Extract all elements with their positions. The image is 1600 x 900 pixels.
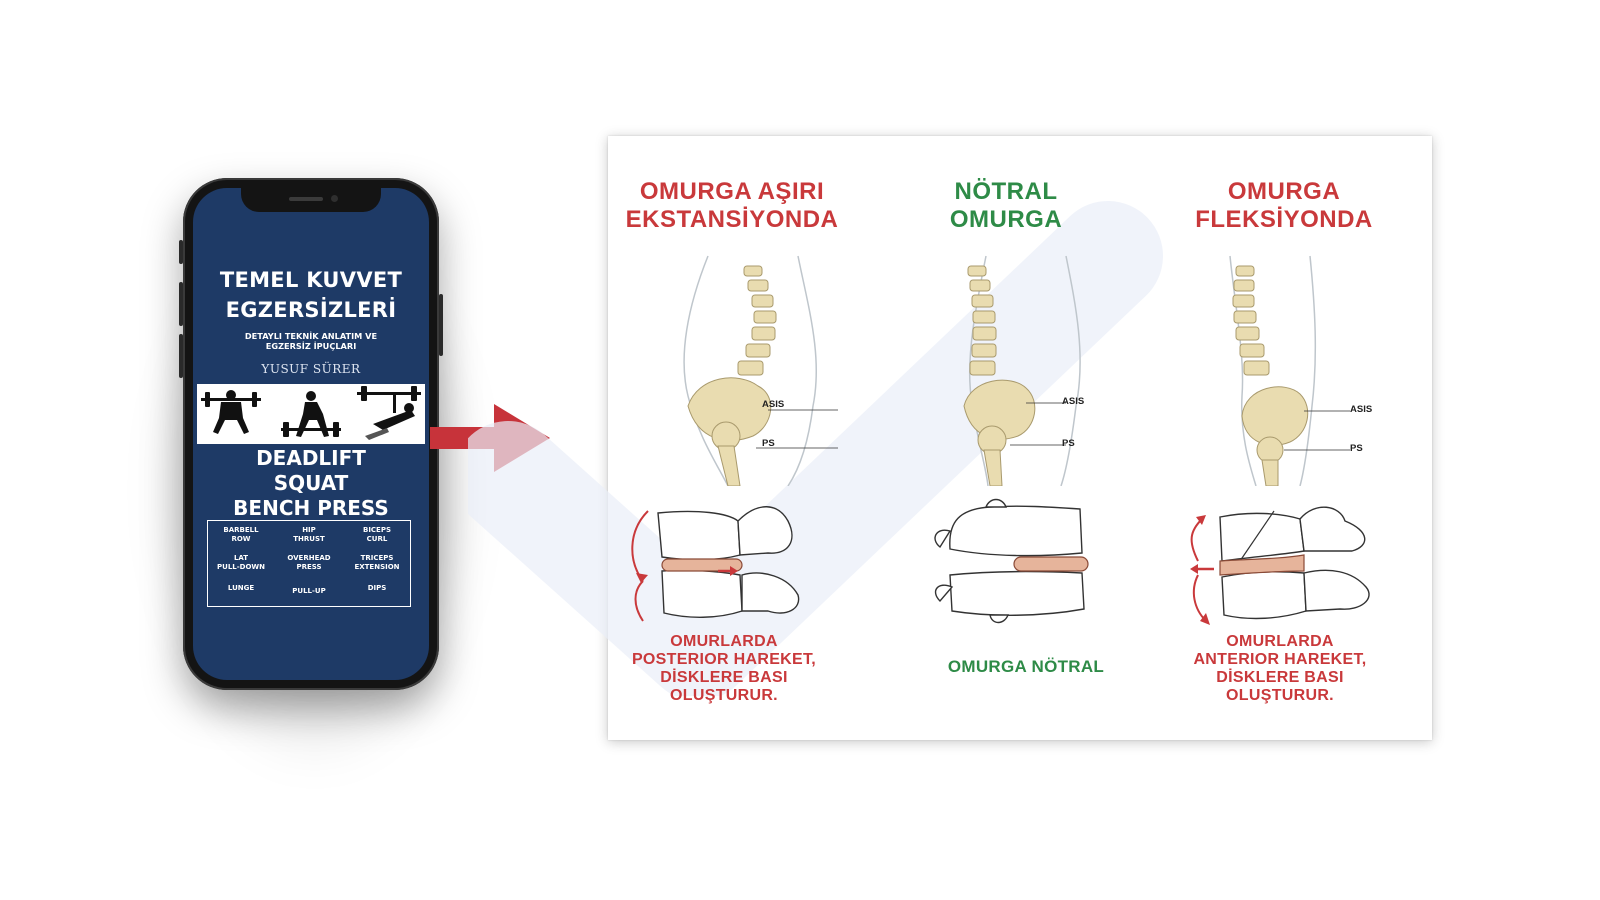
panel-2-torso-spine-illustration <box>963 255 1081 486</box>
panel-1-asis-label: ASIS <box>762 399 785 410</box>
watermark-check-icon <box>468 201 1163 696</box>
phone-mockup: TEMEL KUVVET EGZERSİZLERİ DETAYLI TEKNİK… <box>179 178 443 690</box>
panel-2-caption: OMURGA NÖTRAL <box>947 657 1105 676</box>
book-subtitle-line1: DETAYLI TEKNİK ANLATIM VE <box>244 331 378 341</box>
camera-icon <box>331 195 338 202</box>
deadlift-lifter-icon <box>281 391 341 437</box>
lifters-banner <box>197 384 425 444</box>
phone-notch <box>241 188 381 212</box>
grid-item: DIPS <box>367 584 387 592</box>
squat-lifter-icon <box>201 390 261 434</box>
phone-volume-up-button <box>179 282 183 326</box>
speaker-icon <box>289 197 323 201</box>
grid-item: BICEPS CURL <box>362 526 392 543</box>
phone-mute-switch <box>179 240 183 264</box>
phone-power-button <box>439 294 443 356</box>
grid-item: LUNGE <box>227 584 255 592</box>
phone-volume-down-button <box>179 334 183 378</box>
grid-item: BARBELL ROW <box>223 526 259 543</box>
panel-2-ps-label: PS <box>1062 438 1075 449</box>
panel-1-caption: OMURLARDA POSTERIOR HAREKET, DİSKLERE BA… <box>631 633 817 704</box>
grid-item: LAT PULL-DOWN <box>217 554 265 571</box>
panel-3-caption: OMURLARDA ANTERIOR HAREKET, DİSKLERE BAS… <box>1193 633 1367 704</box>
panel-2-vertebra-illustration <box>934 498 1089 624</box>
panel-2-asis-label: ASIS <box>1062 396 1085 407</box>
grid-item: HIP THRUST <box>293 526 325 543</box>
bench-press-lifter-icon <box>357 386 421 440</box>
panel-3-asis-label: ASIS <box>1350 404 1373 415</box>
main-exercise-deadlift: DEADLIFT <box>256 446 366 470</box>
panel-2-title: NÖTRAL OMURGA <box>949 178 1063 233</box>
panel-1-vertebra-illustration <box>631 506 800 622</box>
main-exercise-bench-press: BENCH PRESS <box>233 496 389 520</box>
exercise-grid: BARBELL ROW HIP THRUST BICEPS CURL LAT P… <box>207 520 411 607</box>
grid-item: TRICEPS EXTENSION <box>354 554 400 571</box>
main-exercise-squat: SQUAT <box>273 471 349 495</box>
panel-1-torso-spine-illustration <box>683 255 838 486</box>
spine-infographic: OMURGA AŞIRI EKSTANSİYONDA ASIS PS <box>468 136 1432 740</box>
grid-item: OVERHEAD PRESS <box>287 554 331 571</box>
panel-1-ps-label: PS <box>762 438 775 449</box>
grid-item: PULL-UP <box>292 587 326 595</box>
book-title-line1: TEMEL KUVVET <box>219 268 403 292</box>
panel-3-ps-label: PS <box>1350 443 1363 454</box>
book-title-line2: EGZERSİZLERİ <box>225 298 397 322</box>
panel-1-title: OMURGA AŞIRI EKSTANSİYONDA <box>625 178 839 233</box>
panel-3-title: OMURGA FLEKSİYONDA <box>1195 178 1373 233</box>
panel-3-torso-spine-illustration <box>1229 255 1350 486</box>
book-subtitle: DETAYLI TEKNİK ANLATIM VE EGZERSİZ İPUÇL… <box>213 331 409 351</box>
book-author: YUSUF SÜRER <box>261 362 361 376</box>
book-cover-screen: TEMEL KUVVET EGZERSİZLERİ DETAYLI TEKNİK… <box>193 188 429 680</box>
book-subtitle-line2: EGZERSİZ İPUÇLARI <box>265 341 357 351</box>
panel-3-vertebra-illustration <box>1190 506 1370 625</box>
